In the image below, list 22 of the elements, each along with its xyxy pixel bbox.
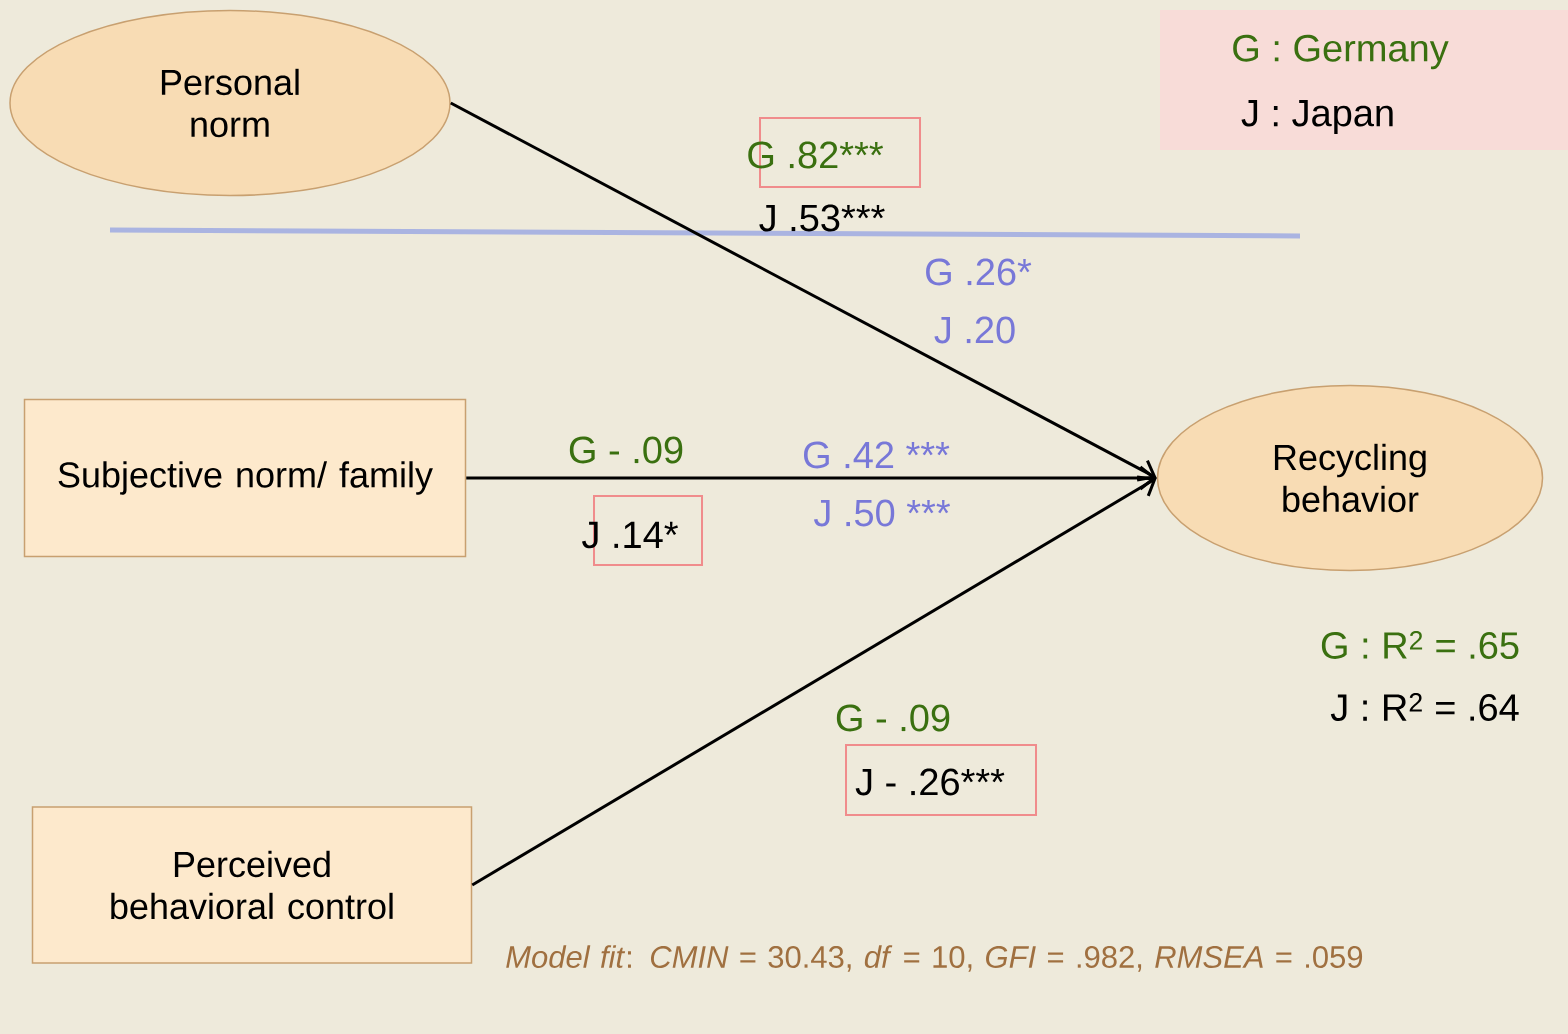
arrow: [450, 101, 1157, 482]
path-coefficient: G .42 ***: [804, 441, 950, 469]
legend-entry: G : Germany: [1233, 34, 1449, 70]
path-coefficient: G - .09: [569, 436, 683, 464]
ellipse-node: Personal norm: [9, 9, 451, 197]
path-coefficient: J .14*: [582, 521, 678, 549]
arrow: [466, 465, 1157, 491]
legend-entry: J : Japan: [1241, 100, 1393, 134]
path-coefficient: J .53***: [759, 204, 885, 232]
construct-box: Subjective norm/ family: [23, 398, 467, 558]
model-fit-note: Model fit: CMIN = 30.43, df = 10, GFI = .982, RMSEA = .059: [506, 945, 1363, 972]
path-coefficient: J - .26***: [855, 768, 1005, 796]
r-squared-label: G : R$^{2}$ = .65: [1321, 631, 1519, 659]
path-coefficient: J .20: [934, 316, 1015, 344]
path-coefficient: J .50 ***: [813, 499, 951, 527]
r-squared-label: J : R$^{2}$ = .64: [1330, 693, 1519, 721]
construct-box: Perceived behavioral control: [31, 806, 473, 964]
path-coefficient: G .82***: [748, 141, 884, 169]
arrow: [471, 475, 1157, 887]
path-coefficient: G .26*: [926, 258, 1032, 286]
ellipse-node: Recycling behavior: [1156, 384, 1544, 572]
path-coefficient: G - .09: [836, 704, 950, 732]
